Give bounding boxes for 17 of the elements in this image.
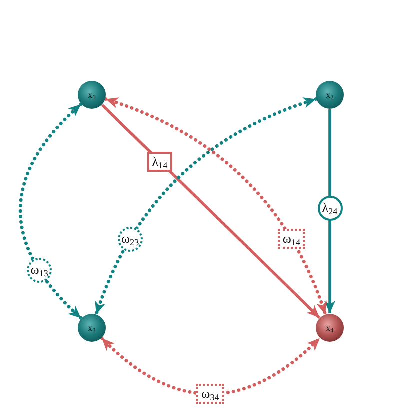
dotted-double-arrow bbox=[100, 336, 322, 396]
sphere-node bbox=[78, 81, 106, 109]
edge-label: ω$_{34}$ bbox=[196, 384, 224, 404]
dotted-double-arrow bbox=[18, 102, 83, 320]
arrow bbox=[324, 110, 336, 314]
node-label: x$_{3}$ bbox=[88, 324, 96, 332]
node-label: x$_{1}$ bbox=[88, 90, 96, 100]
edge-label: ω$_{13}$ bbox=[27, 258, 52, 284]
sphere-node bbox=[78, 314, 106, 342]
edge-label: ω$_{14}$ bbox=[278, 229, 306, 250]
node-label: x$_{4}$ bbox=[326, 324, 334, 332]
sphere-node bbox=[316, 314, 344, 342]
node-label: x$_{2}$ bbox=[326, 90, 334, 100]
edge-label: λ$_{24}$ bbox=[318, 196, 342, 221]
sphere-node bbox=[316, 81, 344, 109]
edge-label: λ$_{14}$ bbox=[147, 152, 173, 172]
edge-label: ω$_{23}$ bbox=[118, 226, 143, 252]
